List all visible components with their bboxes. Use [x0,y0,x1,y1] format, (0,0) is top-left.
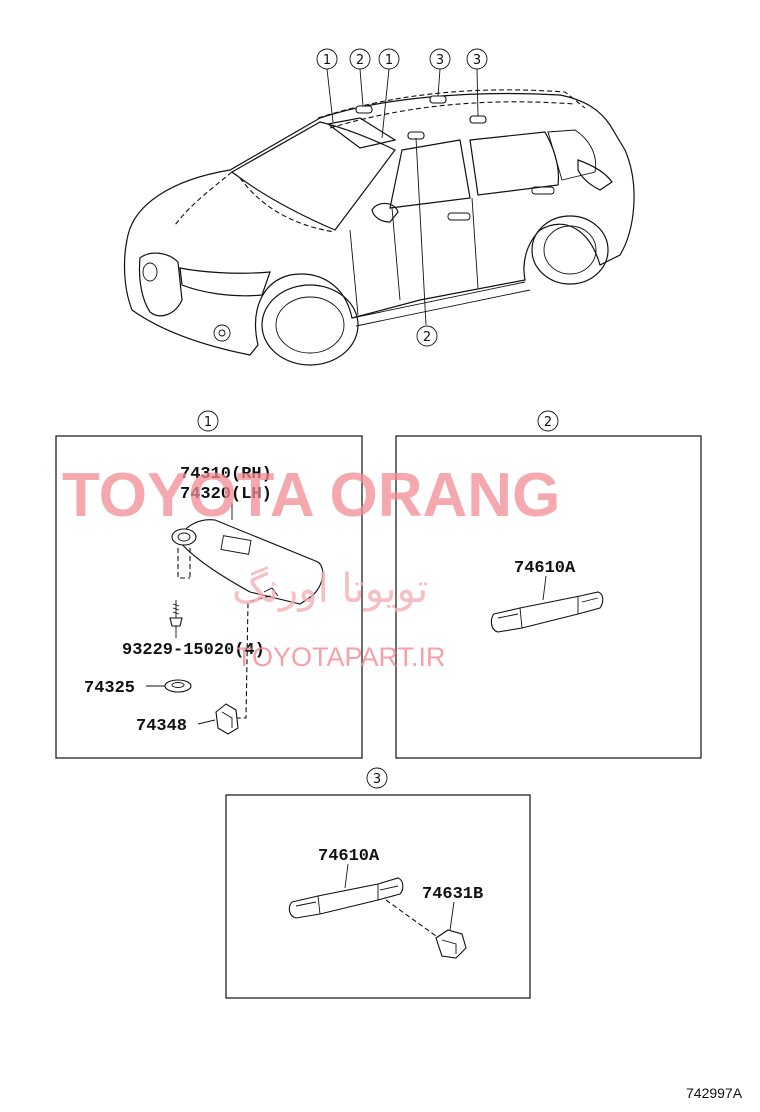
panel-2-label: 2 [544,415,552,430]
callout-circle [416,325,438,347]
part-number-74610a: 74610A [514,559,576,578]
car-callouts: 1 2 1 3 3 2 [316,48,488,347]
assist-grip-2 [288,877,404,919]
panel-1-callout [197,410,219,432]
panel-1-label: 1 [204,415,212,430]
callout-circle [429,48,451,70]
diagram-code: 742997A [686,1085,743,1101]
callout-circle [378,48,400,70]
panel-2-frame [395,435,702,759]
watermark-persian: تویوتا اورنگ [232,566,428,612]
panel-2-callout [537,410,559,432]
roof-grip-2 [429,95,447,104]
callout-label: 2 [423,330,431,345]
panel-3: 3 74610A 74631B [225,767,531,999]
callout-circle [349,48,371,70]
part-number-74348: 74348 [136,717,187,736]
callout-label: 3 [473,53,481,68]
part-number-74631b: 74631B [422,885,483,904]
panel-3-frame [225,794,531,999]
callout-circle [316,48,338,70]
car-illustration [123,89,635,366]
panel-3-callout [366,767,388,789]
panel-1-frame [55,435,363,759]
watermark-url: TOYOTAPART.IR [236,642,446,672]
roof-grip-4 [407,131,425,140]
panel-3-label: 3 [373,772,381,787]
callout-label: 3 [436,53,444,68]
callout-label: 2 [356,53,364,68]
part-number-74610a-2: 74610A [318,847,380,866]
part-number-74320: 74320(LH) [180,485,272,504]
callout-label: 1 [323,53,331,68]
screw [169,617,183,627]
visor-clip [164,679,192,693]
visor-holder [215,703,239,735]
part-number-74310: 74310(RH) [180,465,272,484]
grip-cover [435,929,467,959]
watermark-text: TOYOTA ORANG [62,461,560,530]
visor-mirror [220,535,252,555]
panel-2: 2 74610A [395,410,702,759]
watermark: TOYOTA ORANG تویوتا اورنگ TOYOTAPART.IR [62,461,560,672]
sun-visor [177,519,324,605]
callout-circle [466,48,488,70]
panel-1: 1 74310(RH) 74320(LH) 93229-15020(4) 743… [55,410,363,759]
part-number-74325: 74325 [84,679,135,698]
roof-grip-3 [469,115,487,124]
roof-grip-1 [355,105,373,114]
part-number-93229: 93229-15020(4) [122,641,265,660]
callout-label: 1 [385,53,393,68]
assist-grip [490,591,604,633]
visor-hinge [171,528,197,546]
